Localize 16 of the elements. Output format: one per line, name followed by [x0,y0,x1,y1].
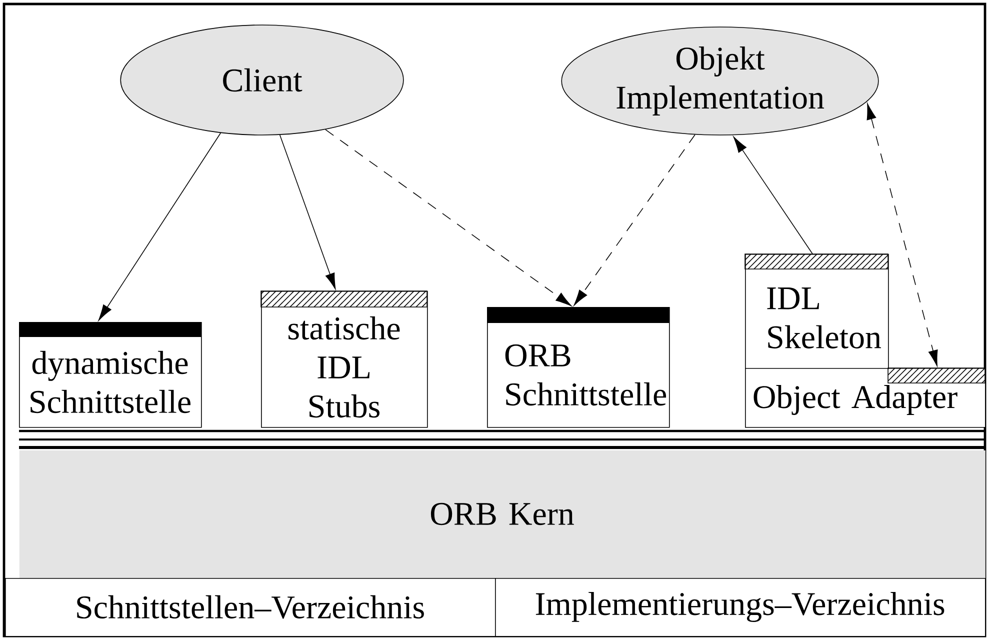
adapter-box [745,368,986,428]
interface-box: ORB Schnittstelle [487,307,670,428]
directory-cell: Implementierungs–Verzeichnis [495,578,986,637]
arrow [574,134,696,306]
interface-box: statische IDL Stubs [260,290,428,418]
interface-box: dynamische Schnittstelle [19,322,202,428]
core-band: ORB Kern [19,430,986,578]
arrow [279,134,336,290]
arrow [733,136,813,254]
arrow [98,132,222,321]
interface-box [745,254,889,369]
arrow [325,129,572,306]
adapter-box: Object Adapter [754,368,986,415]
arrow [866,103,938,366]
directory-cell: Schnittstellen–Verzeichnis [5,578,496,637]
interface-box: IDL Skeleton [744,254,888,348]
